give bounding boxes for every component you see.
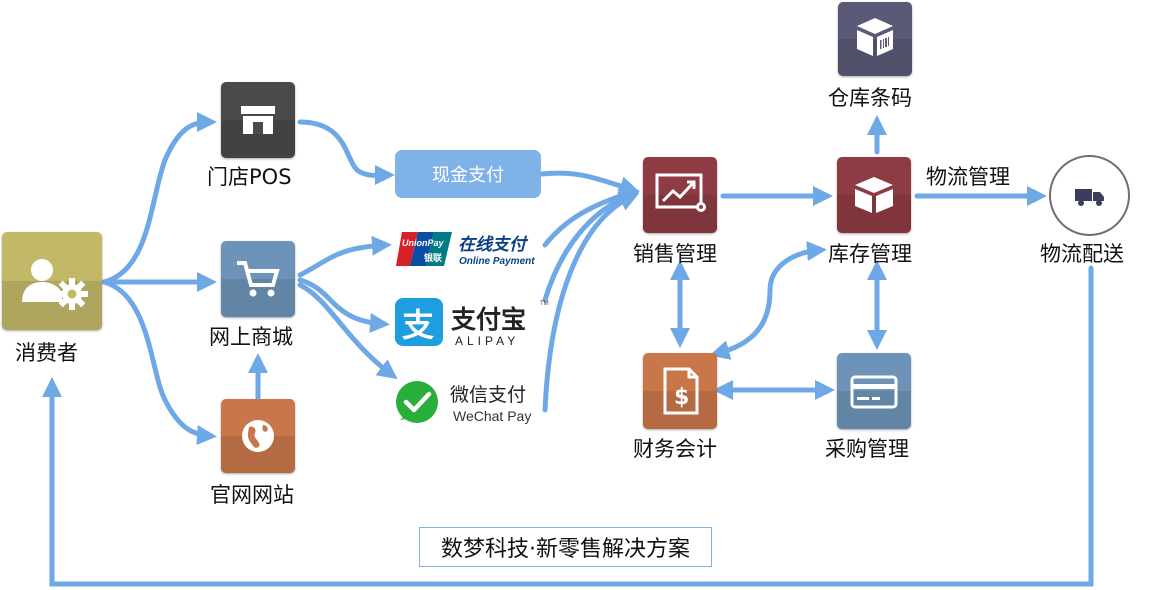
svg-text:$: $ [674,385,689,410]
arrow-finance-inventory [709,241,827,360]
wechat-en: WeChat Pay [453,408,531,424]
svg-text:支: 支 [402,306,434,344]
truck-icon [1075,189,1104,206]
arrow-consumer-website [101,279,217,446]
logistics-delivery-label: 物流配送 [1040,242,1124,266]
store-pos-tile [221,82,295,158]
chart-gear-icon [655,173,706,212]
barcode-box-icon [857,18,893,56]
alipay-badge-icon: 支 支付宝 ALIPAY TM [395,298,549,348]
credit-card-icon [850,375,898,409]
unionpay-badge-top: UnionPay [402,238,445,248]
wechat-cn: 微信支付 [450,384,526,406]
inventory-mgmt-label: 库存管理 [828,242,912,266]
website-label: 官网网站 [210,483,294,507]
consumer-tile [2,232,102,330]
arrow-mall-alipay [297,277,390,333]
warehouse-barcode-tile [838,2,912,76]
open-box-icon [855,177,893,213]
online-mall-tile [221,241,295,317]
arrow-mall-unionpay [297,235,392,278]
footer-caption: 数梦科技·新零售解决方案 [419,527,712,567]
cash-pay-pill: 现金支付 [395,150,541,198]
wechat-logo: 微信支付 WeChat Pay [393,378,553,428]
inventory-mgmt-tile [837,157,911,233]
arrow-consumer-store [101,112,218,285]
globe-icon [242,420,274,452]
invoice-dollar-icon: $ [663,367,699,415]
arrow-cash-sales [539,170,640,196]
sales-mgmt-label: 销售管理 [633,242,717,266]
online-mall-label: 网上商城 [209,325,293,349]
arrow-store-cash [297,119,396,186]
unionpay-badge-bottom: 银联 [424,252,443,264]
unionpay-en: Online Payment [459,256,535,267]
store-pos-label: 门店POS [207,165,292,189]
unionpay-cn: 在线支付 [458,235,529,255]
finance-label: 财务会计 [633,437,717,461]
user-gear-icon [22,259,88,310]
sales-mgmt-tile [643,157,717,233]
alipay-logo: 支 支付宝 ALIPAY TM [393,296,553,348]
arrow-logistics-consumer [42,265,1094,587]
unionpay-badge-icon: UnionPay 银联 在线支付 Online Payment [396,232,535,267]
warehouse-barcode-label: 仓库条码 [828,86,912,110]
logistics-mgmt-label: 物流管理 [926,165,1010,189]
website-tile [221,399,295,473]
finance-tile: $ [643,353,717,429]
purchase-mgmt-tile [837,353,911,429]
storefront-icon [241,106,275,134]
unionpay-logo: UnionPay 银联 在线支付 Online Payment [396,230,546,268]
purchase-mgmt-label: 采购管理 [825,437,909,461]
arrow-wechat-sales [542,192,640,413]
alipay-cn: 支付宝 [451,305,526,334]
wechat-pay-icon: 微信支付 WeChat Pay [396,381,531,424]
arrow-mall-wechat [297,282,398,380]
alipay-en: ALIPAY [455,334,519,348]
alipay-tm: TM [540,301,549,307]
shopping-cart-icon [237,261,280,297]
consumer-label: 消费者 [15,341,78,365]
logistics-delivery-circle [1049,155,1130,236]
